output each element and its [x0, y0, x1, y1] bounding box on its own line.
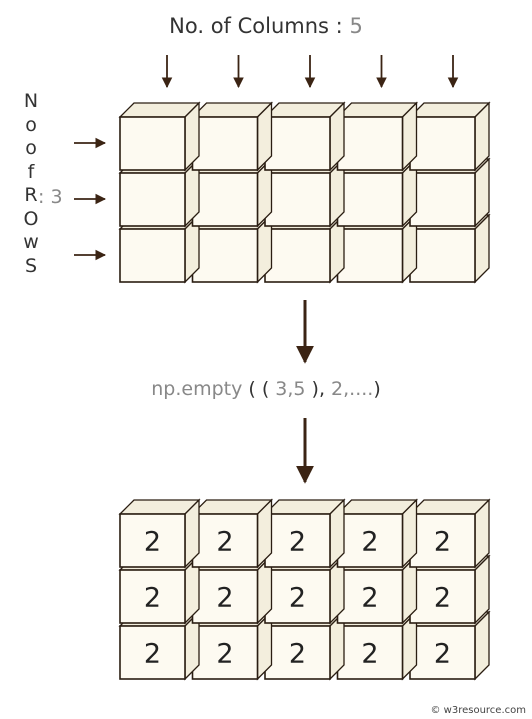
cell-front-face: [191, 172, 259, 227]
cell-front-face: [119, 513, 186, 568]
cell-value: 2: [289, 527, 306, 558]
expression-open: ( (: [242, 378, 276, 400]
array-cell: 2: [263, 498, 346, 569]
array-cell: [335, 101, 419, 172]
expression-fill: 2,....: [331, 378, 374, 400]
credit-text: © w3resource.com: [430, 705, 526, 716]
cell-front-face: [264, 625, 331, 680]
rows-label-letter: R: [24, 184, 38, 206]
cell-front-face: [409, 569, 476, 624]
row-arrows: [74, 137, 107, 261]
array-cell: 2: [408, 498, 491, 569]
columns-label: No. of Columns :: [169, 14, 343, 38]
array-cell: 2: [335, 498, 419, 569]
cell-value: 2: [289, 639, 306, 670]
columns-value: 5: [349, 14, 363, 38]
cell-value: 2: [289, 583, 306, 614]
empty-array-grid: [118, 101, 491, 284]
cell-front-face: [119, 228, 186, 283]
cell-front-face: [409, 625, 476, 680]
cell-front-face: [336, 228, 404, 283]
expression-mid: ),: [305, 378, 332, 400]
cell-front-face: [409, 116, 476, 171]
expression-func: np.empty: [151, 378, 243, 400]
cell-value: 2: [144, 583, 161, 614]
array-cell: 2: [263, 554, 346, 625]
cell-value: 2: [144, 639, 161, 670]
cell-value: 2: [216, 527, 233, 558]
cell-front-face: [191, 116, 259, 171]
cell-front-face: [336, 569, 404, 624]
cell-front-face: [191, 625, 259, 680]
cell-front-face: [191, 569, 259, 624]
cell-front-face: [409, 172, 476, 227]
rows-label-letter: o: [25, 113, 37, 136]
rows-label-letter: N: [23, 90, 39, 112]
cell-value: 2: [361, 583, 378, 614]
cell-value: 2: [434, 583, 451, 614]
cell-front-face: [336, 116, 404, 171]
rows-label-letter: o: [25, 137, 37, 159]
filled-array-grid: 2 2 2 2 2 2 2 2 2 2 2 2 2 2 2: [118, 498, 491, 681]
rows-label-letter: f: [27, 160, 35, 183]
cell-front-face: [119, 172, 186, 227]
array-cell: 2: [190, 498, 274, 569]
array-cell: [190, 101, 274, 172]
rows-value: : 3: [38, 186, 63, 208]
array-cell: 2: [118, 498, 201, 569]
rows-label-letter: O: [23, 207, 39, 230]
expression-close: ): [373, 378, 381, 400]
cell-front-face: [191, 228, 259, 283]
cell-value: 2: [216, 639, 233, 670]
columns-heading: No. of Columns : 5: [0, 14, 532, 38]
cell-front-face: [119, 116, 186, 171]
cell-front-face: [264, 569, 331, 624]
column-arrows: [161, 55, 459, 89]
cell-front-face: [336, 172, 404, 227]
cell-front-face: [119, 569, 186, 624]
cell-value: 2: [361, 639, 378, 670]
cell-value: 2: [434, 639, 451, 670]
cell-front-face: [264, 116, 331, 171]
cell-value: 2: [216, 583, 233, 614]
rows-label: N o o f R O w S: [18, 90, 44, 278]
expression: np.empty ( ( 3,5 ), 2,....): [0, 378, 532, 400]
cell-front-face: [191, 513, 259, 568]
cell-front-face: [264, 228, 331, 283]
array-cell: [408, 101, 491, 172]
cell-value: 2: [144, 527, 161, 558]
cell-front-face: [409, 228, 476, 283]
cell-value: 2: [434, 527, 451, 558]
expression-shape: 3,5: [275, 378, 306, 400]
cell-front-face: [336, 513, 404, 568]
cell-front-face: [264, 513, 331, 568]
rows-label-letter: w: [23, 231, 39, 253]
array-cell: [263, 101, 346, 172]
cell-front-face: [119, 625, 186, 680]
cell-front-face: [336, 625, 404, 680]
cell-front-face: [264, 172, 331, 227]
rows-label-letter: S: [24, 254, 38, 277]
array-cell: [118, 101, 201, 172]
cell-value: 2: [361, 527, 378, 558]
